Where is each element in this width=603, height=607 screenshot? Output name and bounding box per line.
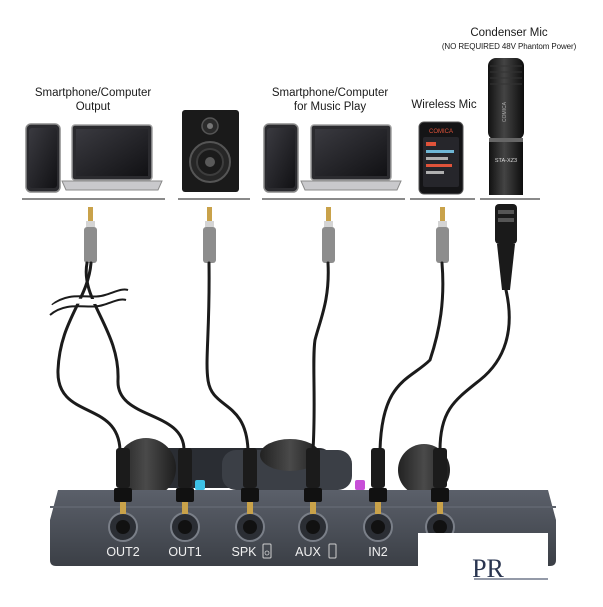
port-label-spk: SPK [231, 545, 257, 559]
plug-top-2 [203, 207, 216, 263]
jack-spk [235, 512, 265, 542]
plug-top-4 [436, 207, 449, 263]
volume-knob-center [260, 439, 320, 471]
logo-text: PR [472, 554, 504, 583]
wireless-mic-label: Wireless Mic [411, 99, 477, 111]
condenser-mic-note: (NO REQUIRED 48V Phantom Power) [441, 42, 577, 52]
jack-aux [298, 512, 328, 542]
cable-out2 [56, 261, 122, 452]
plug-bottom-out2 [114, 448, 132, 514]
plug-bottom-spk [241, 448, 259, 514]
speaker-icon [182, 110, 239, 192]
jack-out2 [108, 512, 138, 542]
port-label-out2: OUT2 [106, 545, 140, 559]
smartphone-icon [25, 123, 61, 193]
pr-logo: PR [472, 554, 548, 583]
laptop-icon-2 [300, 124, 402, 191]
logo-area: PR [418, 533, 548, 602]
plug-bottom-in1 [431, 448, 449, 514]
brand-text: COMICA [429, 129, 453, 135]
port-label-in2: IN2 [368, 545, 388, 559]
phone-glyph-icon [328, 543, 337, 559]
cable-out1 [84, 261, 186, 452]
port-label-aux: AUX [295, 545, 321, 559]
plug-bottom-out1 [176, 448, 194, 514]
condenser-mic-title: Condenser Mic [470, 27, 548, 39]
port-label-out1: OUT1 [168, 545, 202, 559]
jack-out1 [170, 512, 200, 542]
plug-top-3 [322, 207, 335, 263]
output-device-label: Smartphone/Computer Output [34, 87, 152, 114]
condenser-mic-label: Condenser Mic (NO REQUIRED 48V Phantom P… [420, 26, 598, 52]
plug-bottom-in2 [369, 448, 387, 514]
plug-top-1 [84, 207, 97, 263]
condenser-mic-icon: STA-XZ3 COMICA [488, 58, 524, 195]
volume-knob-left [116, 438, 176, 498]
cable-break-symbol [49, 288, 129, 316]
cable-in1 [438, 288, 511, 452]
cable-in2 [378, 261, 445, 452]
cable-spk [205, 261, 250, 452]
plug-bottom-aux [304, 448, 322, 514]
speaker-glyph-icon [262, 543, 272, 559]
laptop-icon [61, 124, 163, 191]
cables [56, 261, 511, 452]
jack-in2 [363, 512, 393, 542]
smartphone-icon-2 [263, 123, 299, 193]
mic-model-text: STA-XZ3 [495, 158, 517, 164]
music-device-label: Smartphone/Computer for Music Play [271, 87, 389, 114]
wireless-mic-receiver-icon: COMICA [418, 121, 464, 195]
xlr-plug-top [495, 204, 517, 290]
cable-aux [311, 261, 330, 452]
mic-brand-text: COMICA [502, 101, 508, 122]
